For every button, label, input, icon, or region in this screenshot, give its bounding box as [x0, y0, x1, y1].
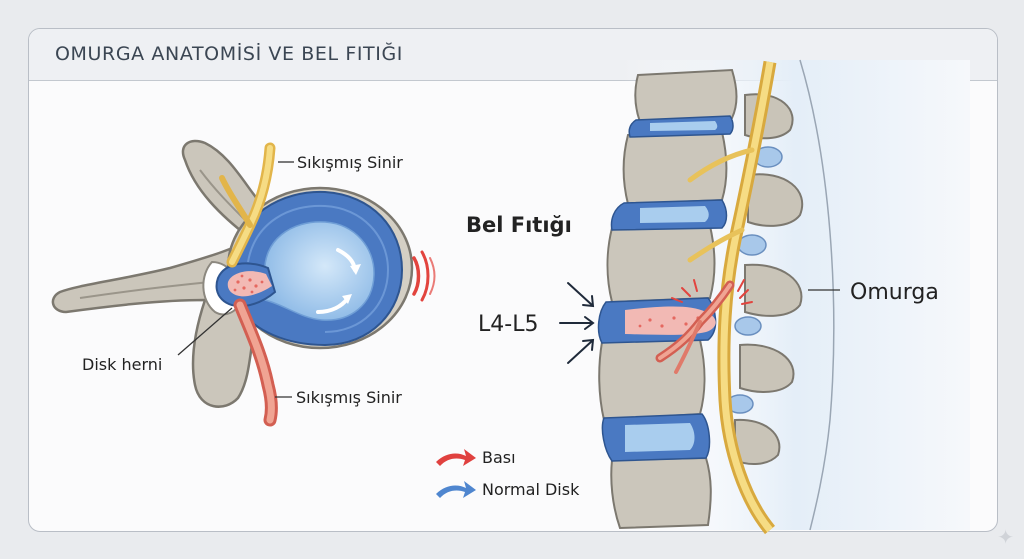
- page-title: OMURGA ANATOMİSİ VE BEL FITIĞI: [55, 43, 403, 65]
- vertebra-body-4: [598, 338, 706, 422]
- vertebra-body-5: [610, 456, 712, 530]
- red-arrow-icon: [436, 449, 476, 466]
- pressure-waves-icon: [412, 250, 436, 302]
- vertebra-body-1: [634, 68, 738, 124]
- pressure-arrows-icon: [559, 282, 595, 364]
- label-compressed-nerve-top: Sıkışmış Sinir: [297, 153, 403, 172]
- vertebra-top-view: [51, 139, 436, 427]
- blue-arrow-icon: [436, 481, 476, 498]
- spine-side-view: [559, 59, 970, 535]
- vertebra-body-3: [606, 224, 716, 304]
- legend-item-normal-disk: Normal Disk: [436, 480, 580, 499]
- card-header: OMURGA ANATOMİSİ VE BEL FITIĞI: [29, 29, 997, 81]
- sparkle-icon: ✦: [997, 525, 1014, 549]
- legend-label-compression: Bası: [482, 448, 516, 467]
- label-omurga: Omurga: [850, 280, 939, 305]
- legend-label-normal-disk: Normal Disk: [482, 480, 580, 499]
- label-level: L4-L5: [478, 312, 538, 337]
- label-disk-herni: Disk herni: [82, 355, 162, 374]
- label-bel-fitigi: Bel Fıtığı: [466, 213, 572, 237]
- legend: Bası Normal Disk: [436, 448, 580, 499]
- vertebra-bone: [51, 139, 272, 408]
- label-compressed-nerve-bottom: Sıkışmış Sinir: [296, 388, 402, 407]
- legend-item-compression: Bası: [436, 448, 516, 467]
- irritation-icon: [671, 279, 753, 305]
